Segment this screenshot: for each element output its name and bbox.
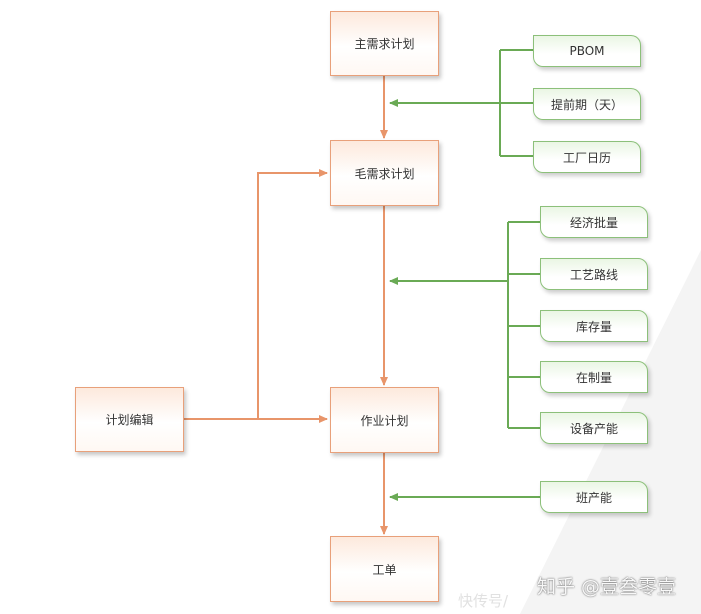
- input-lead-time[interactable]: 提前期（天）: [533, 88, 641, 120]
- input-factory-calendar[interactable]: 工厂日历: [533, 141, 641, 173]
- watermark-sub: 快传号/: [458, 592, 509, 610]
- arrow-edit-to-gross: [184, 169, 328, 420]
- watermark-text: 知乎 @壹叁零壹: [537, 576, 677, 598]
- input-pbom[interactable]: PBOM: [533, 35, 641, 67]
- input-shift-capacity[interactable]: 班产能: [540, 481, 648, 513]
- input-equipment-capacity[interactable]: 设备产能: [540, 412, 648, 444]
- input-economic-batch[interactable]: 经济批量: [540, 206, 648, 238]
- node-plan-edit[interactable]: 计划编辑: [75, 387, 184, 452]
- node-master-plan[interactable]: 主需求计划: [330, 11, 439, 76]
- node-gross-plan[interactable]: 毛需求计划: [330, 140, 439, 206]
- input-wip[interactable]: 在制量: [540, 361, 648, 393]
- node-job-plan[interactable]: 作业计划: [330, 387, 439, 453]
- input-inventory[interactable]: 库存量: [540, 310, 648, 342]
- input-process-route[interactable]: 工艺路线: [540, 258, 648, 290]
- node-work-order[interactable]: 工单: [330, 536, 439, 602]
